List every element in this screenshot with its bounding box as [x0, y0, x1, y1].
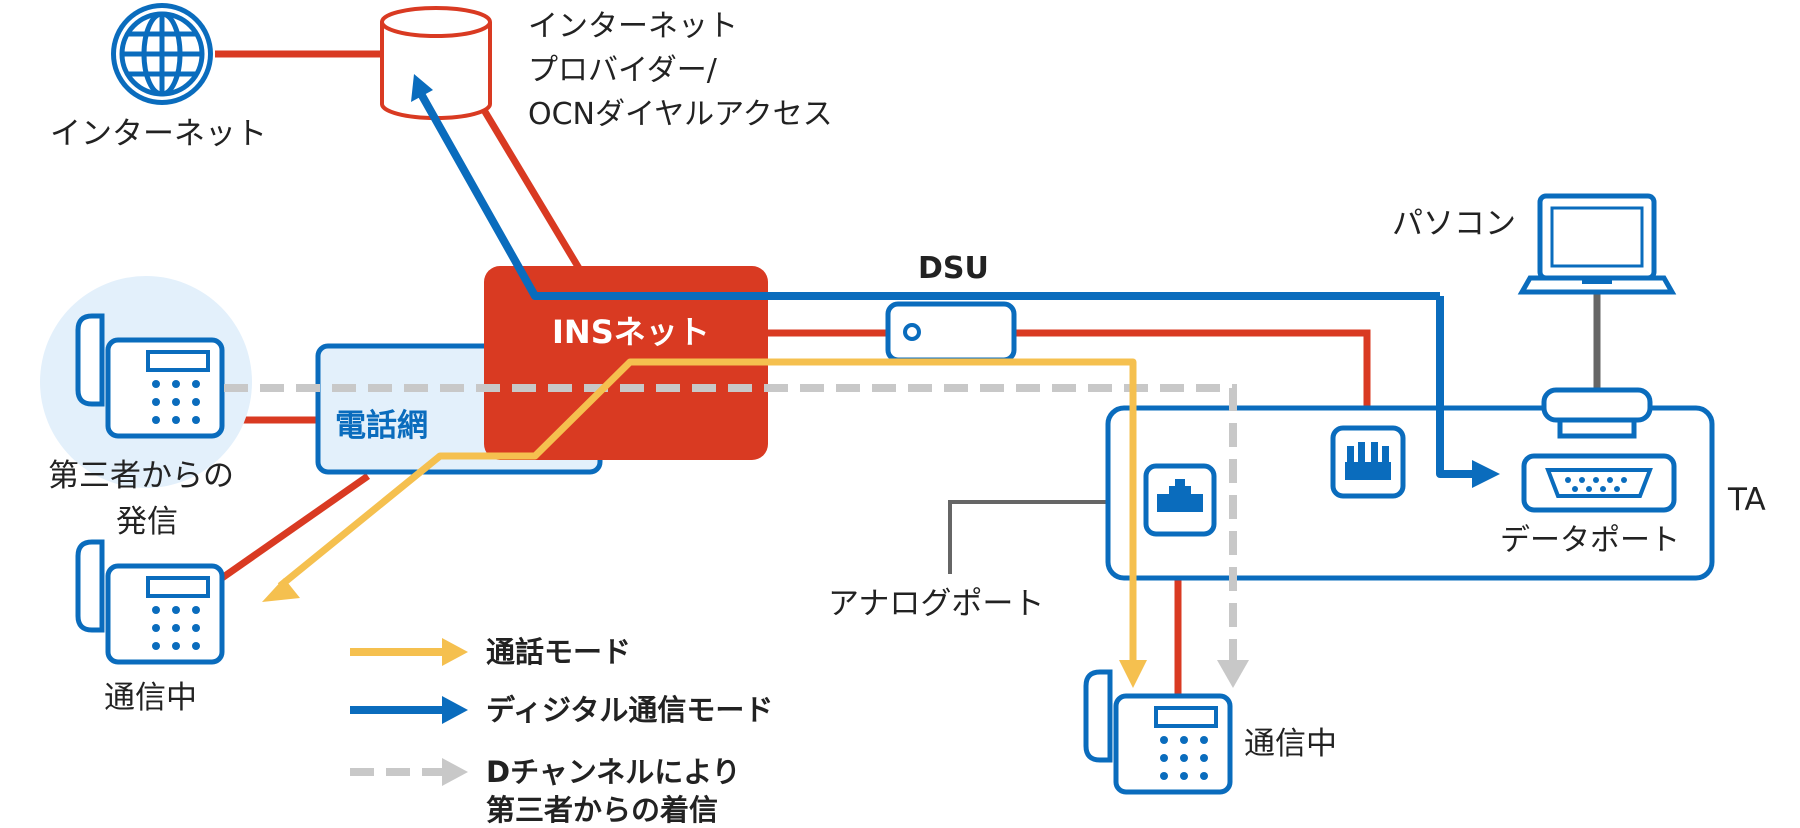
digital-path-to-data-port — [1436, 296, 1478, 478]
in-call-right-label: 通信中 — [1244, 726, 1337, 762]
dchannel-path — [224, 384, 1237, 666]
pc-label: パソコン — [1392, 206, 1516, 242]
in-call-left-label: 通信中 — [104, 680, 197, 716]
legend-digital-label: ディジタル通信モード — [486, 693, 773, 727]
analog-port-label: アナログポート — [828, 586, 1044, 622]
third-party-label-line2: 発信 — [116, 504, 178, 540]
digital-arrowhead-data-port — [1472, 460, 1500, 488]
dchannel-arrowhead — [1217, 660, 1249, 688]
digital-path — [416, 90, 1432, 300]
provider-label-line1: インターネット — [528, 9, 738, 44]
provider-ins-link — [474, 98, 584, 272]
data-port-icon — [1521, 387, 1677, 513]
legend-voice-arrow — [442, 638, 468, 666]
third-party-label-line1: 第三者からの — [48, 458, 234, 494]
legend — [350, 638, 468, 786]
isdn-plug-icon — [1330, 425, 1406, 499]
analog-port-pointer — [948, 500, 1125, 574]
dsu-ta-link — [1014, 329, 1371, 432]
provider-server-icon — [380, 6, 492, 120]
ta-label: TA — [1727, 482, 1766, 518]
ta-device — [1105, 405, 1715, 581]
legend-dchannel-label-line1: Dチャンネルにより — [486, 755, 741, 789]
legend-voice-label: 通話モード — [486, 635, 631, 669]
voice-arrowhead-left — [262, 578, 300, 602]
legend-dchannel-label-line2: 第三者からの着信 — [486, 793, 718, 827]
third-party-phone-icon — [75, 313, 225, 439]
data-port-label: データポート — [1500, 523, 1680, 558]
left-phone-icon — [75, 539, 225, 665]
voice-arrowhead-right — [1119, 660, 1147, 688]
analog-port-icon — [1143, 463, 1217, 537]
ins-net-label: INSネット — [552, 313, 710, 351]
provider-label-line2: プロバイダー/ — [528, 53, 718, 88]
digital-arrowhead-provider — [411, 74, 433, 102]
dsu-device — [885, 301, 1017, 363]
phone-network-label: 電話網 — [335, 408, 428, 444]
left-phone-link — [219, 473, 371, 581]
internet-label: インターネット — [50, 116, 267, 152]
legend-dchannel-arrow — [442, 758, 468, 786]
voice-path — [277, 358, 1137, 662]
dsu-label: DSU — [918, 251, 989, 286]
right-phone-icon — [1083, 669, 1233, 795]
globe-icon — [111, 3, 213, 105]
laptop-icon — [1517, 193, 1677, 295]
legend-digital-arrow — [442, 696, 468, 724]
provider-label-line3: OCNダイヤルアクセス — [528, 97, 833, 132]
